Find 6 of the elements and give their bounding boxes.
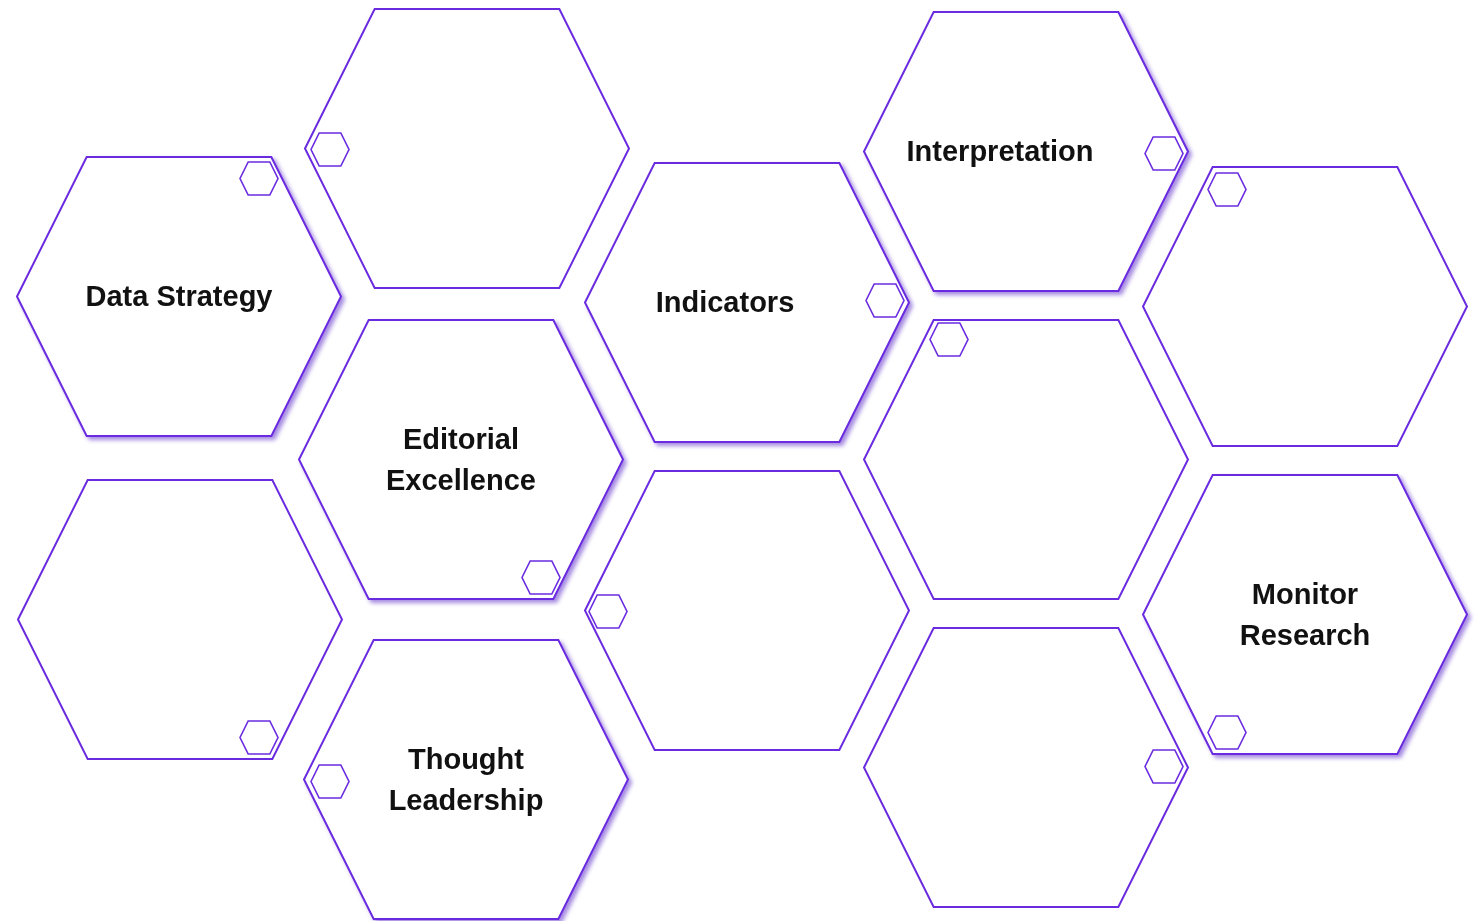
node-label: Thought Leadership bbox=[387, 741, 545, 818]
node-label: Monitor Research bbox=[1238, 576, 1372, 653]
node-label: Editorial Excellence bbox=[385, 421, 537, 498]
node-label: Interpretation bbox=[906, 134, 1094, 169]
node-label: Data Strategy bbox=[85, 279, 273, 314]
node-label: Indicators bbox=[655, 285, 795, 320]
